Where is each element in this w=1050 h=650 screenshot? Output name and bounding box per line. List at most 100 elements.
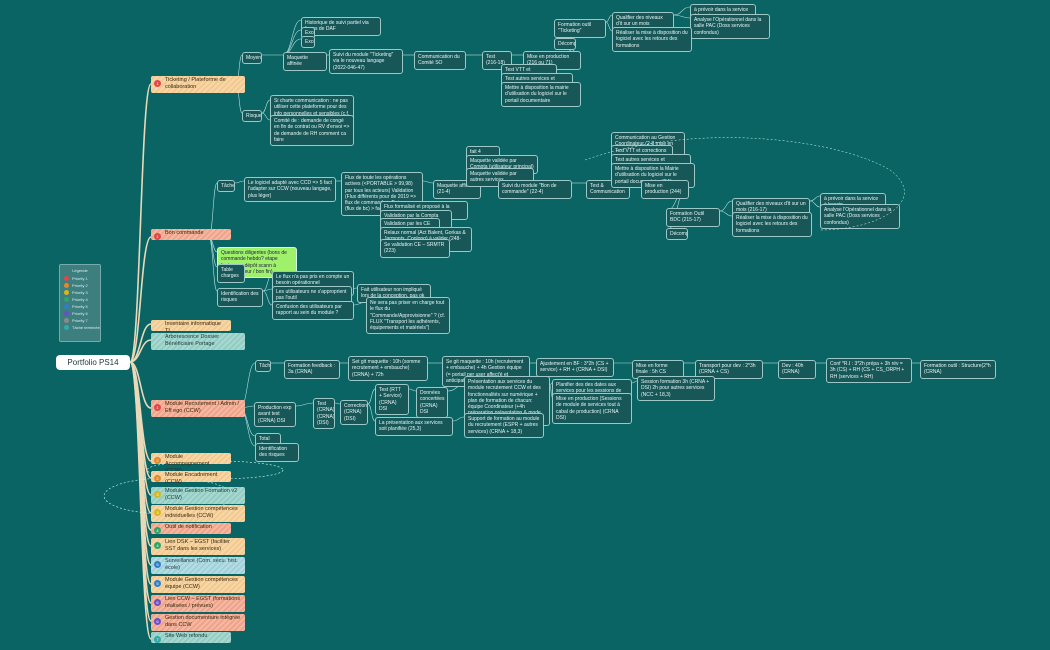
topic-node[interactable]: Questions diligentes (bons de commande h…	[217, 247, 297, 278]
topic-node[interactable]: Test (CRNA) (CRNA) (DSI)	[313, 398, 335, 429]
topic-node[interactable]: Analyse l'Opérationnel dans la salle PAC…	[690, 14, 770, 39]
topic-node[interactable]: La présentation aux services soit planif…	[375, 417, 453, 436]
branch-label: Gestion documentaire intégrée dans CCW	[165, 615, 241, 628]
topic-node[interactable]: Transport pour dev : 2*3h (CRNA + CS)	[695, 360, 763, 379]
topic-node[interactable]: Le logiciel adapté avec CCD => 5 fact l'…	[244, 177, 336, 202]
topic-node[interactable]: Réaliser la mise à disposition du logici…	[612, 27, 692, 52]
topic-node[interactable]: Données concertées (CRNA) DSI	[416, 387, 448, 418]
topic-node[interactable]: Mise en production (244)	[641, 180, 689, 199]
topic-node[interactable]: Communication du Comité SO	[414, 51, 466, 70]
topic-node[interactable]: Analyse l'Opérationnel dans la salle PAC…	[820, 204, 900, 229]
link-line	[261, 99, 271, 114]
legend-title: Légende	[72, 268, 88, 273]
branch-label: Surveillance (Com. sécu. hist. école)	[165, 558, 238, 571]
link-line	[261, 112, 271, 121]
topic-node[interactable]: Se validation CE – SRMTR (223)	[380, 239, 450, 258]
legend-label: Priority 3	[72, 290, 88, 295]
topic-node[interactable]: Dev : 40h (CRNA)	[778, 360, 816, 379]
link-line	[809, 200, 821, 208]
link-line	[129, 361, 152, 640]
legend-dot-icon	[64, 318, 69, 323]
legend-label: Priority 2	[72, 283, 88, 288]
topic-node[interactable]: Set git maquette : 10h (somme recrutemen…	[348, 356, 428, 381]
topic-node[interactable]: Excel	[301, 36, 315, 49]
topic-node[interactable]: Historique de suivi partiel via forms de…	[301, 17, 381, 36]
topic-node[interactable]: Formation Outil BDC (215-17)	[666, 208, 720, 227]
legend-dot-icon	[64, 297, 69, 302]
topic-node[interactable]: Suivi du module "Ticketing" via le nouve…	[329, 49, 403, 74]
branch-node[interactable]: Arborescence Dossier Bénéficiaire Portag…	[151, 333, 245, 350]
branch-label: Module Gestion Formation v2 (CCW)	[165, 488, 238, 501]
link-line	[129, 339, 152, 363]
topic-node[interactable]: Tâches	[217, 180, 235, 193]
topic-node[interactable]: Test (RTT + Service) (CRNA) DSI	[375, 384, 409, 415]
topic-node[interactable]: Table charges	[217, 264, 245, 283]
topic-node[interactable]: Ne sera pas priser en charge tout le flu…	[366, 297, 450, 335]
topic-node[interactable]: Ajustement en BF : 3*2h (CS + service) +…	[536, 358, 614, 377]
topic-node[interactable]: Identification des risques	[217, 288, 263, 307]
legend-item: Priority 6	[60, 310, 100, 317]
topic-node[interactable]: Mise en production (Sessions de module d…	[552, 393, 632, 424]
link-line	[129, 83, 152, 363]
topic-node[interactable]: Formation feedback : 3a (CRNA)	[284, 360, 340, 379]
legend-item: Priority 2	[60, 282, 100, 289]
branch-node[interactable]: Inventaire informatique TI	[151, 320, 231, 334]
topic-node[interactable]: Support de formation au module du recrut…	[464, 413, 544, 438]
link-line	[129, 236, 152, 363]
link-line	[631, 380, 638, 384]
topic-node[interactable]: Formation outil : Structure(2*h (CRNA)	[920, 360, 996, 379]
topic-node[interactable]: Production exp avant test (CRNA) DSI	[254, 402, 296, 427]
topic-node[interactable]: Conf *R.I : 3*2h prépa + 3h rév = 3h (CS…	[826, 358, 912, 383]
link-line	[452, 416, 465, 422]
topic-node[interactable]: Décompte	[666, 228, 688, 241]
branch-node[interactable]: 4 Lien DSK – EGST (faciliter SST dans les…	[151, 538, 245, 555]
topic-node[interactable]: Comité de : demande de congé en fin de c…	[270, 115, 354, 146]
topic-node[interactable]: Tâches	[255, 360, 271, 373]
branch-label: Bon commande	[165, 230, 204, 236]
legend-item: Priority 7	[60, 317, 100, 324]
topic-node[interactable]: Risques	[242, 110, 262, 123]
priority-badge: 1	[154, 404, 161, 411]
topic-node[interactable]: Moyens	[242, 52, 262, 65]
topic-node[interactable]: Confusion des utilisateurs par rapport a…	[272, 301, 354, 320]
topic-node[interactable]: Session formation 3h (CRNA + DSI) 2h pou…	[637, 376, 715, 401]
legend-label: Tâche terminée	[72, 325, 100, 330]
topic-node[interactable]: Formation outil "Ticketing"	[554, 19, 606, 38]
topic-node[interactable]: Décompte	[554, 38, 576, 51]
link-line	[262, 290, 273, 306]
branch-label: Lien DSK – EGST (faciliter SST dans les …	[165, 539, 231, 552]
root-node[interactable]: Portfolio PS14	[56, 355, 130, 370]
topic-node[interactable]: Réaliser la mise à disposition du logici…	[732, 212, 812, 237]
branch-label: Outil de notification	[165, 524, 212, 530]
legend-label: Priority 5	[72, 304, 88, 309]
topic-node[interactable]: Identification des risques	[255, 443, 299, 462]
branch-node[interactable]: 6 Lien CCW – EGST (formations réalisées /…	[151, 595, 245, 612]
topic-node[interactable]: Mettre à disposition la mairie d'utilisa…	[501, 82, 581, 107]
priority-badge: 3	[154, 509, 161, 516]
link-line	[719, 210, 733, 217]
topic-node[interactable]: Corrections (CRNA) (DSI)	[340, 400, 368, 425]
link-line	[605, 21, 613, 32]
branch-label: Arborescence Dossier Bénéficiaire Portag…	[165, 334, 220, 347]
topic-node[interactable]: Suivi du module "Bon de commande" (22-4)	[498, 180, 572, 199]
link-line	[234, 180, 245, 184]
branch-label: Lien CCW – EGST (formations réalisées / …	[165, 596, 241, 609]
priority-badge: 6	[154, 599, 161, 606]
legend-item: Priority 1	[60, 275, 100, 282]
priority-badge: 4	[154, 542, 161, 549]
topic-node[interactable]: Maquette affinée	[283, 52, 327, 71]
branch-label: Inventaire informatique TI	[165, 321, 221, 334]
legend-label: Priority 6	[72, 311, 88, 316]
